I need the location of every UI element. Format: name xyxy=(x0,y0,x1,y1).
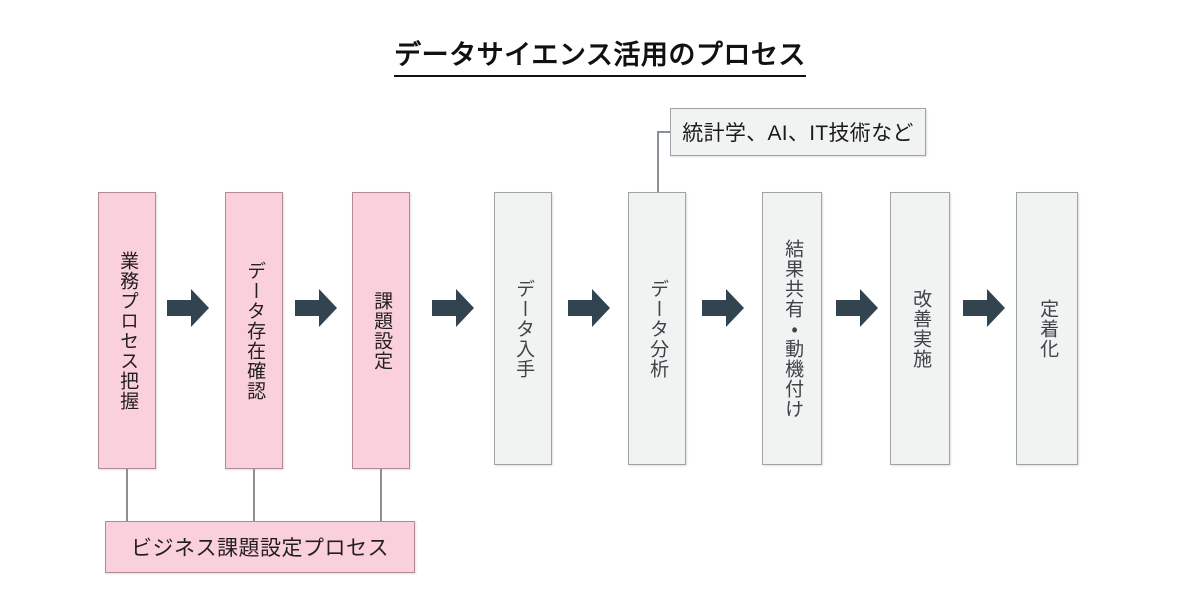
process-step-5-label: データ分析 xyxy=(647,278,669,379)
banner-connector-step-1 xyxy=(126,469,128,522)
process-step-6-label: 結果共有・動機付け xyxy=(782,238,804,419)
process-step-1[interactable]: 業務プロセス把握 xyxy=(98,192,156,469)
process-step-5[interactable]: データ分析 xyxy=(628,192,686,465)
process-step-2-label: データ存在確認 xyxy=(244,260,266,401)
page-title: データサイエンス活用のプロセス xyxy=(0,33,1200,77)
process-step-6[interactable]: 結果共有・動機付け xyxy=(762,192,822,465)
callout-box-analysis-tools[interactable]: 統計学、AI、IT技術など xyxy=(670,108,926,156)
process-step-7-label: 改善実施 xyxy=(910,288,932,369)
process-step-4[interactable]: データ入手 xyxy=(494,192,552,465)
banner-connector-step-3 xyxy=(380,469,382,522)
callout-connector-vertical xyxy=(657,131,659,192)
process-step-3[interactable]: 課題設定 xyxy=(352,192,410,469)
flow-arrow-2 xyxy=(294,287,338,329)
flow-arrow-4 xyxy=(567,287,611,329)
process-step-8-label: 定着化 xyxy=(1037,298,1059,359)
callout-connector-horizontal xyxy=(657,131,671,133)
flow-arrow-1 xyxy=(166,287,210,329)
banner-label: ビジネス課題設定プロセス xyxy=(131,537,389,560)
page-title-text: データサイエンス活用のプロセス xyxy=(394,33,806,77)
process-step-3-label: 課題設定 xyxy=(371,290,393,371)
banner-business-problem-process[interactable]: ビジネス課題設定プロセス xyxy=(105,521,415,573)
callout-label: 統計学、AI、IT技術など xyxy=(682,122,914,145)
flow-arrow-5 xyxy=(701,287,745,329)
flow-arrow-6 xyxy=(835,287,879,329)
process-step-2[interactable]: データ存在確認 xyxy=(225,192,283,469)
process-step-1-label: 業務プロセス把握 xyxy=(117,250,139,411)
banner-connector-step-2 xyxy=(253,469,255,522)
flow-arrow-3 xyxy=(431,287,475,329)
process-step-4-label: データ入手 xyxy=(513,278,535,379)
process-step-7[interactable]: 改善実施 xyxy=(890,192,950,465)
process-step-8[interactable]: 定着化 xyxy=(1016,192,1078,465)
flow-arrow-7 xyxy=(962,287,1006,329)
